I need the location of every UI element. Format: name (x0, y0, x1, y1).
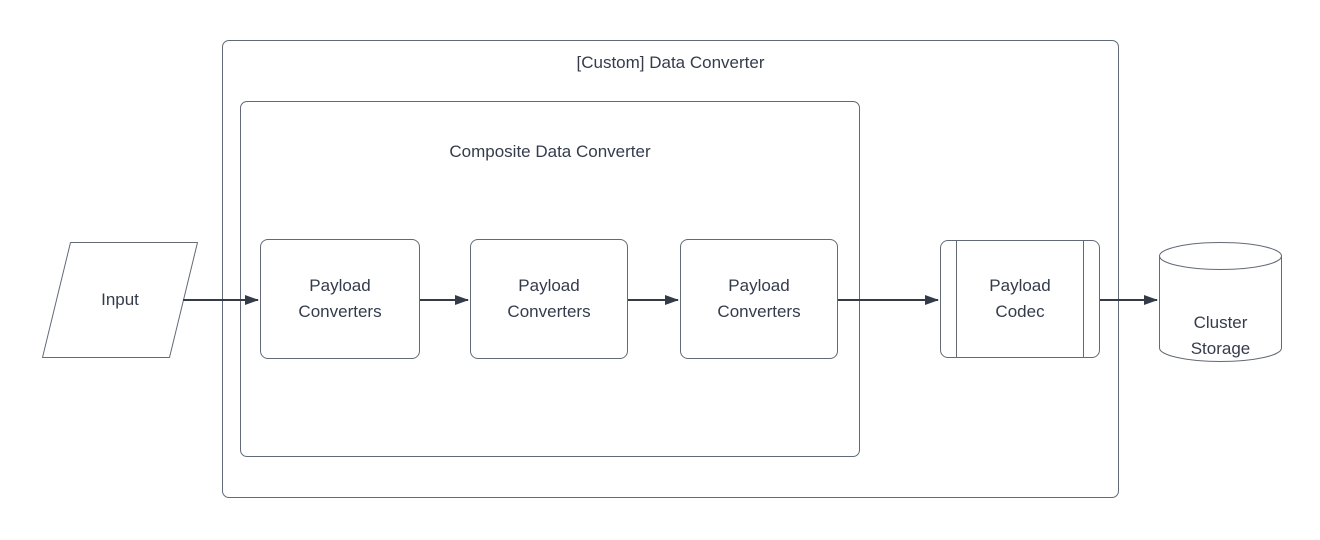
node-payload-converters-2: Payload Converters (470, 239, 628, 359)
group-composite-data-converter (240, 101, 860, 457)
group-custom-data-converter-label: [Custom] Data Converter (576, 53, 765, 72)
group-custom-data-converter (222, 40, 1119, 498)
node-input-label: Input (101, 290, 139, 309)
node-cluster-storage-label-text: Cluster Storage (1190, 313, 1251, 358)
codec-inner-line-right (1083, 241, 1084, 357)
node-payload-converters-3: Payload Converters (680, 239, 838, 359)
node-payload-codec-label: Payload Codec (989, 276, 1051, 321)
node-payload-converters-1: Payload Converters (260, 239, 420, 359)
node-payload-converters-1-label: Payload Converters (298, 276, 382, 321)
node-cluster-storage-label: Cluster Storage (1159, 284, 1282, 362)
group-composite-data-converter-label: Composite Data Converter (449, 142, 651, 161)
node-payload-codec: Payload Codec (940, 240, 1100, 358)
codec-inner-line-left (956, 241, 957, 357)
node-payload-converters-3-label: Payload Converters (717, 276, 801, 321)
node-cluster-storage-top-rim (1159, 242, 1282, 270)
node-payload-converters-2-label: Payload Converters (507, 276, 591, 321)
